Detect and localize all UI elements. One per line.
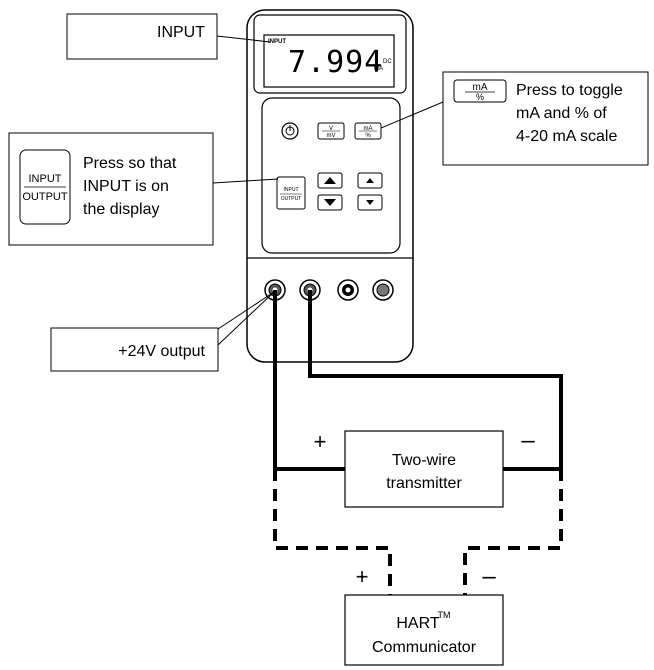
lcd-coupling: DC [383, 59, 392, 65]
callout-toggle-leader [380, 101, 444, 129]
transmitter-line2: transmitter [386, 475, 462, 492]
hart-line2: Communicator [372, 639, 477, 656]
v-mv-button[interactable]: V mV [317, 122, 345, 140]
callout-input-leader [216, 35, 271, 43]
power-button[interactable] [281, 122, 299, 140]
io-key-input-label: INPUT [284, 187, 299, 193]
wire-minus [308, 290, 563, 471]
display-mode-indicator: INPUT [268, 39, 286, 45]
callout-toggle-key-icon: mA % [453, 79, 507, 103]
coarse-down-button[interactable] [317, 194, 343, 211]
hart-minus: – [482, 563, 496, 590]
callout-input-output: INPUT OUTPUT Press so that INPUT is on t… [8, 132, 279, 246]
fine-down-button[interactable] [357, 194, 383, 211]
jack-volts[interactable] [372, 279, 394, 301]
lcd-unit: mA [374, 66, 383, 72]
hart-communicator: HART TM Communicator + – [344, 563, 504, 666]
callout-24v: +24V output [50, 291, 275, 372]
hart-line1: HART [396, 615, 439, 632]
toggle-text-line1: Press to toggle [516, 82, 623, 99]
mv-label: mV [327, 133, 336, 139]
io-key-top: INPUT [29, 173, 62, 185]
io-key-bottom: OUTPUT [22, 191, 68, 203]
up-arrow-icon [324, 177, 336, 184]
callout-24v-text: +24V output [118, 343, 205, 360]
input-output-button[interactable]: INPUT OUTPUT [276, 176, 306, 210]
callout-io-key-icon: INPUT OUTPUT [19, 149, 71, 225]
hart-wire-minus [463, 469, 563, 595]
fine-up-button[interactable] [357, 172, 383, 189]
percent-key-label: % [365, 133, 371, 139]
v-label: V [329, 126, 333, 132]
lcd-reading: 7.994 [288, 45, 383, 80]
callout-24v-leader-1 [217, 291, 275, 330]
small-down-arrow-icon [366, 200, 374, 205]
toggle-text-line3: 4-20 mA scale [516, 128, 617, 145]
io-key-output-label: OUTPUT [281, 196, 302, 202]
io-text-line2: INPUT is on [83, 178, 169, 195]
transmitter: Two-wire transmitter + – [314, 427, 535, 508]
down-arrow-icon [324, 199, 336, 206]
io-text-line1: Press so that [83, 155, 177, 172]
lcd-screen [263, 34, 395, 88]
callout-toggle: mA % Press to toggle mA and % of 4-20 mA… [380, 71, 649, 166]
ma-percent-button[interactable]: mA % [354, 122, 382, 140]
callout-io-leader [212, 178, 279, 184]
io-text-line3: the display [83, 201, 160, 218]
callout-input-text: INPUT [157, 24, 205, 41]
hart-tm: TM [438, 610, 451, 620]
jack-common[interactable] [337, 279, 359, 301]
callout-24v-leader-2 [217, 291, 275, 346]
calibrator: INPUT 7.994 mA DC V mV mA % INPUT [246, 9, 414, 363]
coarse-up-button[interactable] [317, 172, 343, 189]
hart-wires [273, 469, 563, 595]
transmitter-plus: + [314, 429, 327, 454]
toggle-text-line2: mA and % of [516, 105, 607, 122]
small-up-arrow-icon [366, 178, 374, 183]
toggle-key-top: mA [473, 82, 488, 93]
toggle-key-bottom: % [476, 92, 484, 102]
ma-key-label: mA [364, 126, 373, 132]
callout-input: INPUT [66, 13, 271, 60]
transmitter-line1: Two-wire [392, 452, 456, 469]
transmitter-minus: – [521, 427, 535, 454]
hart-plus: + [356, 564, 369, 589]
